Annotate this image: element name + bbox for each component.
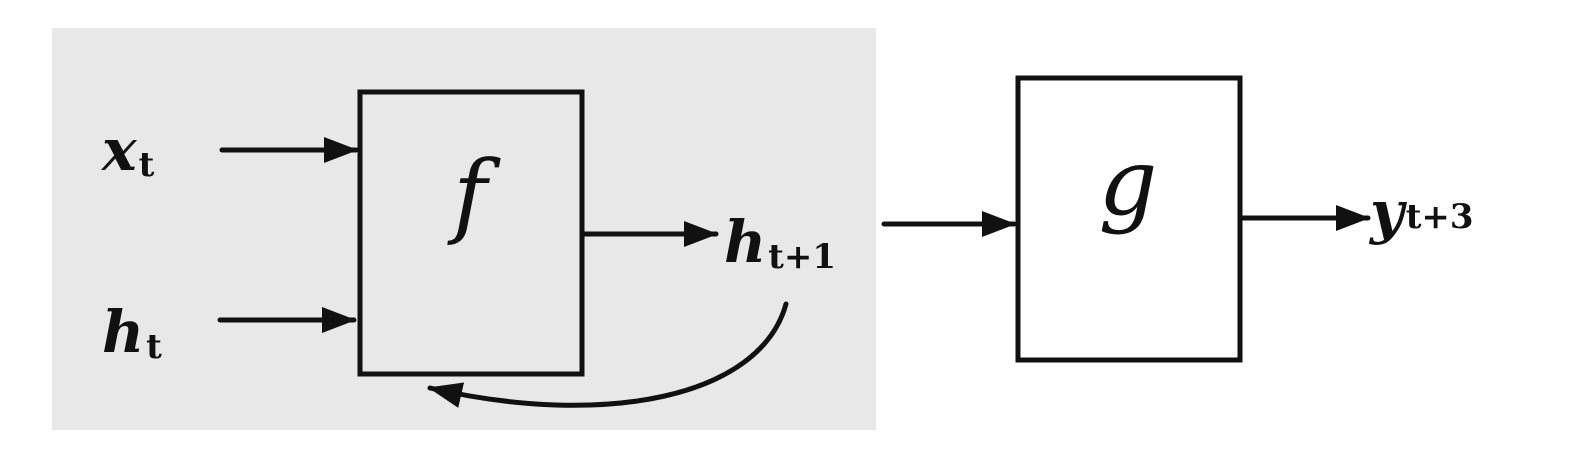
function-f-box [357, 89, 585, 377]
hidden-output-main: h [724, 208, 766, 276]
recurrent-feedback-arrow [427, 301, 789, 408]
final-output-label: yt+3 [1368, 178, 1474, 246]
final-output-subscript: t+3 [1406, 197, 1474, 237]
input-h-label: ht [102, 298, 162, 367]
input-h-main: h [102, 298, 144, 366]
function-g-label: g [1099, 129, 1158, 236]
input-x-subscript: t [139, 145, 155, 185]
input-x-main: x [100, 116, 138, 184]
input-h-subscript: t [146, 327, 162, 367]
hidden-output-subscript: t+1 [768, 237, 836, 277]
final-output-main: y [1368, 178, 1408, 246]
hidden-output-label: ht+1 [724, 208, 836, 277]
input-x-label: xt [100, 116, 155, 185]
